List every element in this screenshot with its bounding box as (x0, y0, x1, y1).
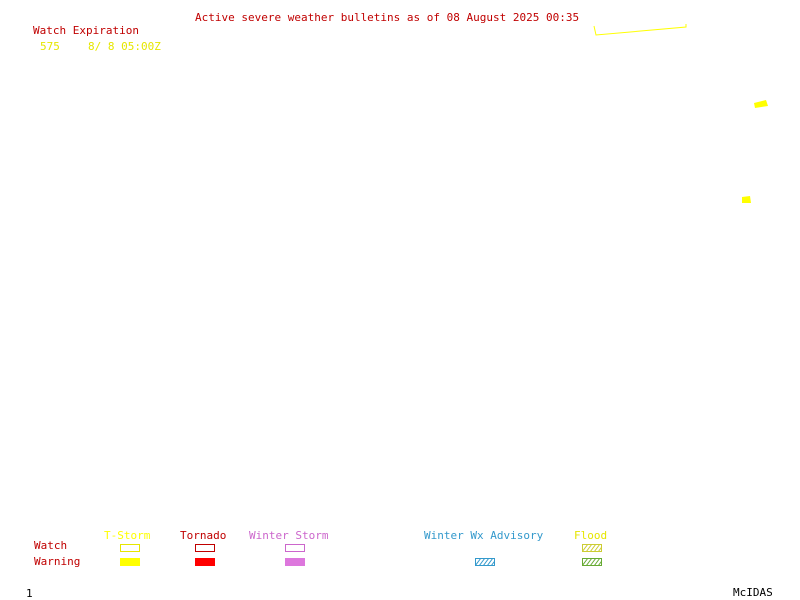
mcidas-brand: McIDAS (733, 586, 773, 599)
legend-flood-warning-swatch (582, 558, 602, 566)
warning-polygon (742, 196, 751, 203)
watch-expiration-label: Watch Expiration (33, 24, 139, 37)
watch-boundary-line (593, 24, 687, 36)
frame-number: 1 (26, 587, 33, 600)
warning-polygon (754, 100, 768, 108)
legend-winter-wx-advisory-swatch (475, 558, 495, 566)
legend-row-watch: Watch (34, 539, 68, 552)
legend-label-flood: Flood (574, 529, 608, 542)
legend-flood-watch-swatch (582, 544, 602, 552)
legend-winter-storm-watch-swatch (285, 544, 305, 552)
legend-label-winter-wx-advisory: Winter Wx Advisory (424, 529, 544, 542)
legend-label-winter-storm: Winter Storm (249, 529, 329, 542)
watch-expires: 8/ 8 05:00Z (88, 40, 161, 53)
legend-tstorm-watch-swatch (120, 544, 140, 552)
legend-tornado-warning-swatch (195, 558, 215, 566)
legend-winter-storm-warning-swatch (285, 558, 305, 566)
legend-label-tornado: Tornado (180, 529, 227, 542)
legend-tstorm-warning-swatch (120, 558, 140, 566)
legend-row-warning: Warning (34, 555, 81, 568)
legend-label-tstorm: T-Storm (104, 529, 151, 542)
watch-number: 575 (40, 40, 60, 53)
legend-tornado-watch-swatch (195, 544, 215, 552)
bulletin-title: Active severe weather bulletins as of 08… (195, 11, 580, 24)
